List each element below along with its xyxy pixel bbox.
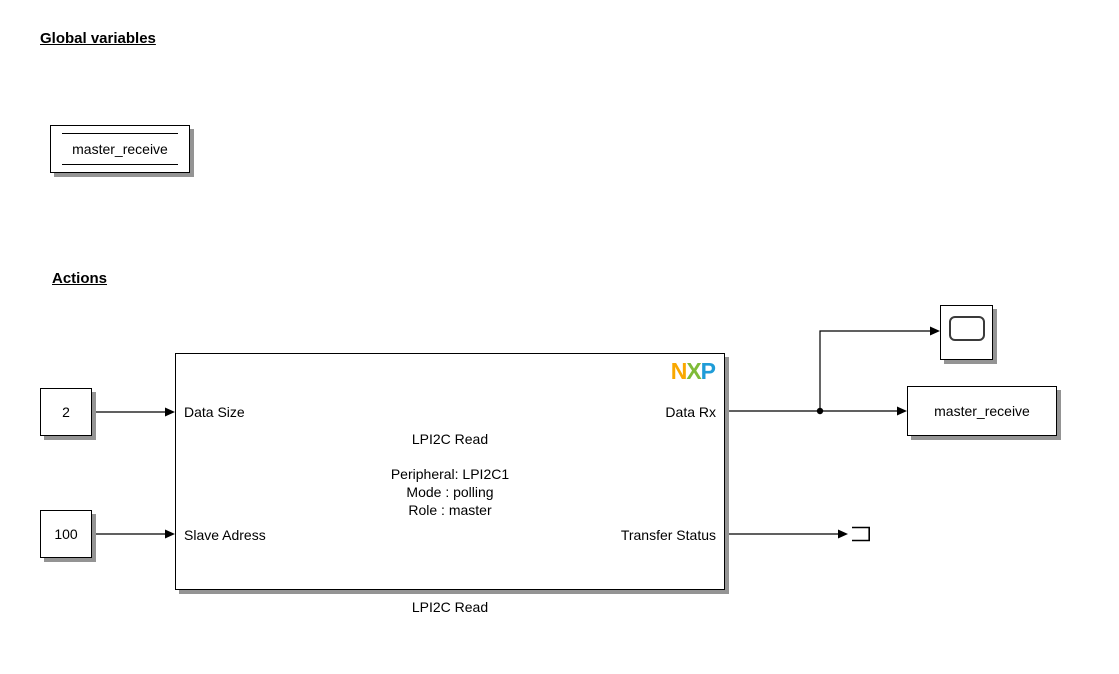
annotation-global-variables: Global variables [40, 30, 156, 47]
subsystem-detail-peripheral: Peripheral: LPI2C1 [390, 466, 510, 482]
constant-data-size-block[interactable]: 2 [40, 388, 92, 436]
subsystem-caption: LPI2C Read [411, 599, 489, 615]
lpi2c-read-subsystem-block[interactable]: Data Size Slave Adress Data Rx Transfer … [175, 353, 725, 590]
data-store-write-label: master_receive [934, 403, 1030, 419]
data-store-write-block[interactable]: master_receive [907, 386, 1057, 436]
wire-transfer-status-to-terminator[interactable] [725, 529, 848, 539]
nxp-logo-letter-n: N [670, 358, 688, 384]
terminator-icon [852, 526, 871, 542]
outport-label-data-rx: Data Rx [665, 404, 716, 420]
wire-constant2-to-data-size[interactable] [92, 407, 175, 417]
subsystem-detail-role: Role : master [408, 502, 492, 518]
constant-slave-address-value: 100 [54, 526, 78, 542]
inport-label-slave-address: Slave Adress [184, 527, 266, 543]
nxp-logo-letter-x: X [686, 358, 701, 384]
nxp-logo-letter-p: P [700, 358, 716, 384]
constant-data-size-value: 2 [62, 404, 70, 420]
subsystem-details: Peripheral: LPI2C1 Mode : polling Role :… [176, 465, 724, 519]
data-store-memory-label: master_receive [72, 141, 168, 157]
inport-label-data-size: Data Size [184, 404, 245, 420]
scope-icon [948, 316, 985, 341]
data-store-memory-frame: master_receive [62, 133, 178, 165]
terminator-block[interactable] [846, 521, 874, 552]
constant-slave-address-block[interactable]: 100 [40, 510, 92, 558]
subsystem-detail-mode: Mode : polling [406, 484, 494, 500]
subsystem-center-text: LPI2C Read Peripheral: LPI2C1 Mode : pol… [176, 430, 724, 519]
branch-dot [816, 407, 824, 415]
annotation-actions: Actions [52, 270, 108, 287]
outport-label-transfer-status: Transfer Status [620, 527, 716, 543]
nxp-logo: NXP [670, 358, 716, 384]
wire-data-rx-branch[interactable] [725, 326, 940, 416]
scope-block[interactable] [940, 305, 993, 360]
subsystem-title: LPI2C Read [411, 431, 489, 447]
wire-constant100-to-slave-address[interactable] [92, 529, 175, 539]
data-store-memory-block[interactable]: master_receive [50, 125, 190, 173]
